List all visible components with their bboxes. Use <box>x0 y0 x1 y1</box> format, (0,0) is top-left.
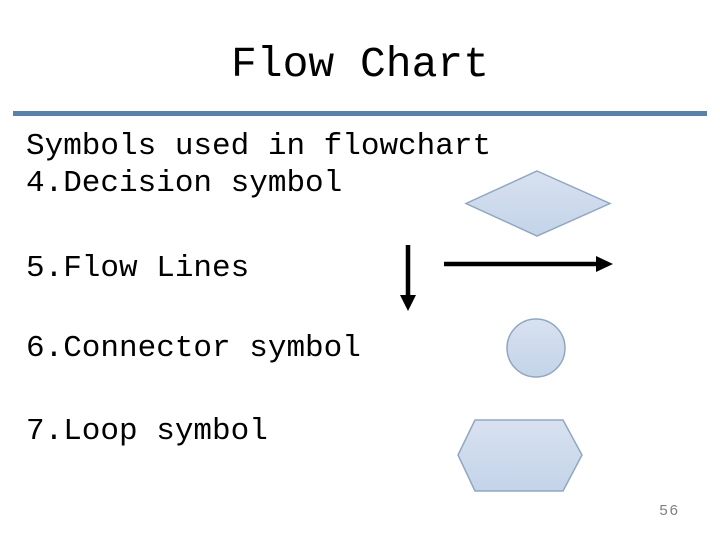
loop-hexagon-shape <box>457 419 583 492</box>
list-item-decision-symbol: 4.Decision symbol <box>26 166 343 201</box>
list-item-loop-symbol: 7.Loop symbol <box>26 414 268 449</box>
flow-line-right-arrow-head <box>596 256 613 272</box>
list-item-connector-symbol: 6.Connector symbol <box>26 331 361 366</box>
page-number: 56 <box>659 502 680 519</box>
decision-diamond-shape <box>464 170 612 237</box>
list-item-flow-lines: 5.Flow Lines <box>26 251 250 286</box>
title-divider-line <box>13 111 707 116</box>
connector-circle-shape <box>506 318 566 378</box>
intro-text: Symbols used in flowchart <box>26 129 492 164</box>
page-title: Flow Chart <box>230 40 490 89</box>
flow-line-down-arrow-head <box>400 295 416 311</box>
